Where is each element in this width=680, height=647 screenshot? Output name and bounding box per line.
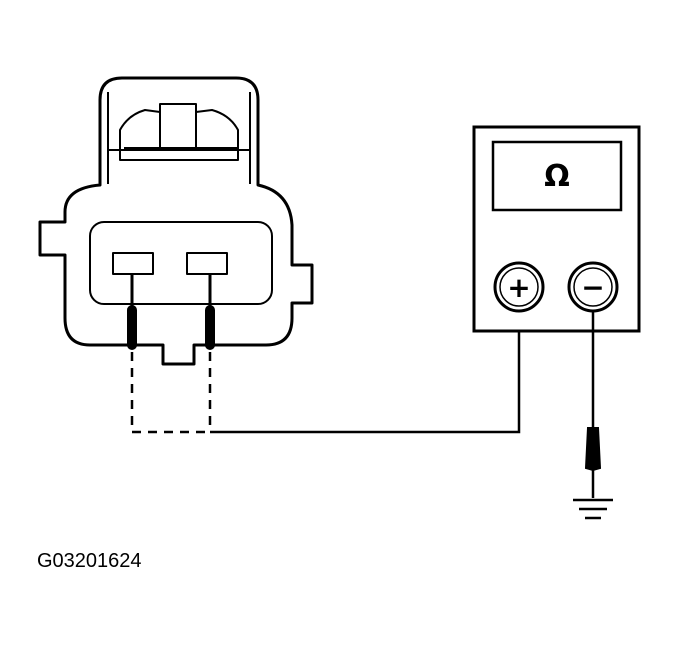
- connector-pins: [127, 274, 215, 350]
- dashed-jumper-wire: [130, 352, 212, 434]
- ohmmeter-icon: [472, 125, 641, 333]
- negative-terminal-label: −: [581, 271, 604, 304]
- connector-icon: [38, 76, 314, 366]
- meter-display-symbol: Ω: [544, 159, 570, 194]
- positive-terminal-label: +: [507, 271, 530, 304]
- meter-positive-lead: [210, 312, 521, 434]
- ground-symbol-icon: [573, 498, 613, 520]
- test-probe-icon: [584, 427, 602, 472]
- figure-id-label: G03201624: [37, 550, 142, 572]
- meter-negative-lead: [584, 312, 602, 498]
